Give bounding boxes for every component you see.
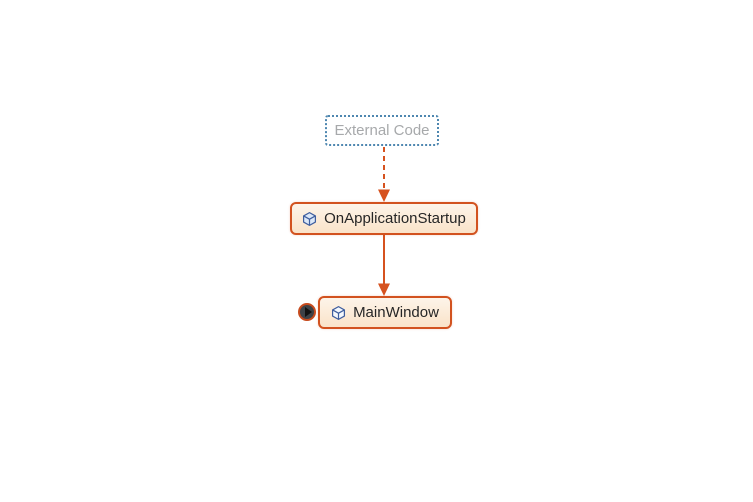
node-onapplicationstartup[interactable]: OnApplicationStartup xyxy=(290,202,478,235)
expand-arrow-icon xyxy=(305,307,312,317)
node-label: External Code xyxy=(334,122,430,139)
cube-method-icon xyxy=(302,211,317,227)
node-external-code[interactable]: External Code xyxy=(325,115,439,146)
edge-onapplicationstartup-to-mainwindow[interactable] xyxy=(378,235,390,296)
node-label: OnApplicationStartup xyxy=(324,210,466,227)
node-label: MainWindow xyxy=(353,304,439,321)
edge-external-code-to-onapplicationstartup[interactable] xyxy=(378,147,390,202)
node-mainwindow[interactable]: MainWindow xyxy=(318,296,452,329)
expand-incoming-calls-button[interactable] xyxy=(298,303,316,321)
cube-method-icon xyxy=(331,305,346,321)
